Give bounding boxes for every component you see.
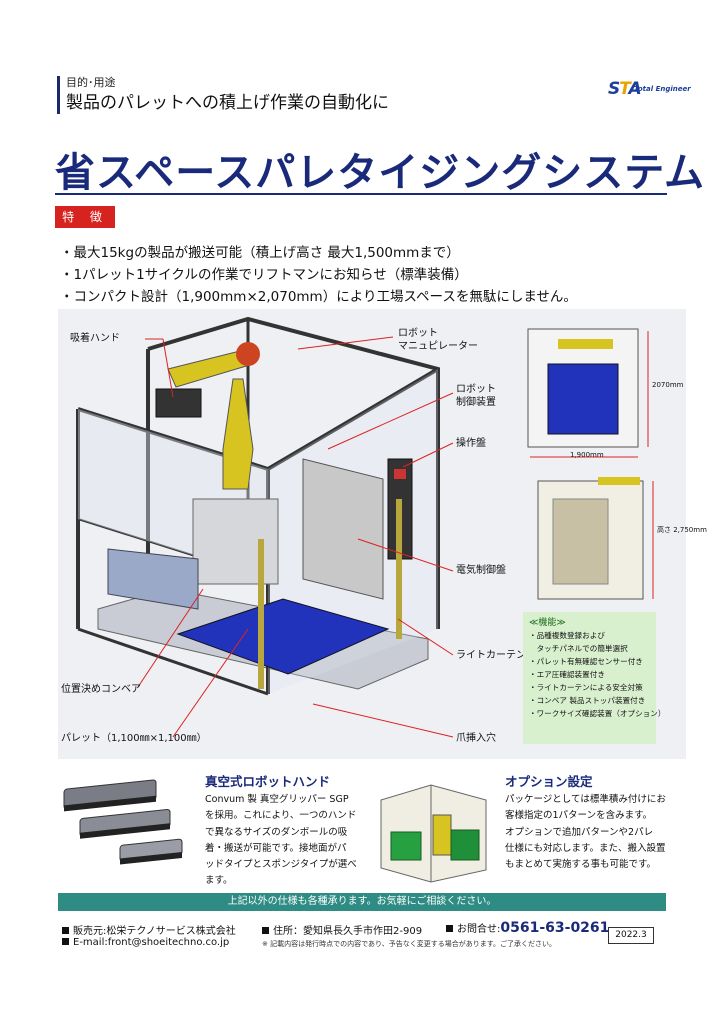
label-positioning-conveyor: 位置決めコンベア bbox=[61, 684, 141, 695]
electric-control-panel bbox=[302, 458, 384, 600]
option-line: もまとめて実施する事も可能です。 bbox=[505, 859, 657, 871]
robot-hand-description: Convum 製 真空グリッパー SGP を採用。これにより、一つのハンド で異… bbox=[205, 792, 365, 890]
label-electric-panel: 電気制御盤 bbox=[456, 565, 506, 576]
pallet bbox=[176, 598, 390, 675]
function-item: ・コンベア 製品ストッパ装置付き bbox=[529, 696, 646, 705]
robot-hand-line: で異なるサイズのダンボールの吸 bbox=[205, 826, 348, 838]
robot-hand-line: 着・搬送が可能です。接地面がパ bbox=[205, 842, 347, 854]
option-line: 仕様にも対応します。また、搬入設置 bbox=[505, 842, 666, 854]
purpose-section: 目的･用途 製品のパレットへの積上げ作業の自動化に bbox=[57, 76, 389, 114]
label-suction-hand: 吸着ハンド bbox=[70, 333, 120, 344]
option-description: パッケージとしては標準積み付けにお 客様指定の1パターンを含みます。 オプション… bbox=[505, 792, 690, 873]
label-robot-controller: ロボット 制御装置 bbox=[456, 384, 496, 408]
robot-hand-title: 真空式ロボットハンド bbox=[205, 774, 331, 789]
robot-hand-line: Convum 製 真空グリッパー SGP bbox=[205, 794, 349, 805]
issue-date: 2022.3 bbox=[608, 927, 654, 944]
label-manipulator: ロボット マニュピレーター bbox=[398, 328, 478, 352]
bullet-square-icon bbox=[446, 925, 453, 932]
dim-height: 高さ 2,750mm bbox=[657, 526, 707, 534]
functions-title: ≪機能≫ bbox=[529, 618, 566, 628]
function-item: タッチパネルでの簡単選択 bbox=[529, 644, 628, 653]
notice-bar: 上記以外の仕様も各種承ります。お気軽にご相談ください。 bbox=[58, 893, 666, 911]
option-title: オプション設定 bbox=[505, 774, 593, 789]
footer-address: 住所：愛知県長久手市作田2-909 bbox=[262, 922, 422, 937]
robot-hand-line: ッドタイプとスポンジタイプが選べ bbox=[205, 859, 357, 871]
purpose-label: 目的･用途 bbox=[66, 76, 116, 89]
footer-seller: 販売元:松栄テクノサービス株式会社 bbox=[62, 922, 236, 937]
feature-list: ・最大15kgの製品が搬送可能（積上げ高さ 最大1,500mmまで） ・1パレッ… bbox=[60, 242, 577, 308]
features-badge: 特 徴 bbox=[55, 206, 115, 228]
feature-item: ・1パレット1サイクルの作業でリフトマンにお知らせ（標準装備） bbox=[60, 267, 468, 283]
logo-text: Total Engineer bbox=[634, 85, 691, 93]
label-light-curtain: ライトカーテン bbox=[456, 650, 526, 661]
label-pallet: パレット（1,100㎜×1,100㎜） bbox=[61, 733, 207, 744]
feature-item: ・コンパクト設計（1,900mm×2,070mm）により工場スペースを無駄にしま… bbox=[60, 289, 577, 305]
frame-back bbox=[147, 316, 440, 629]
title-divider bbox=[55, 193, 667, 195]
functions-box: ≪機能≫ ・品種複数登録および タッチパネルでの簡単選択 ・パレット有無確認セン… bbox=[523, 612, 666, 744]
phone-number[interactable]: 0561-63-0261 bbox=[500, 920, 610, 936]
logo-mark-icon: STA bbox=[608, 79, 642, 99]
footer-note: ※ 記載内容は発行時点での内容であり、予告なく変更する場合があります。ご了承くだ… bbox=[262, 940, 557, 948]
option-line: 客様指定の1パターンを含みます。 bbox=[505, 810, 653, 822]
bullet-square-icon bbox=[62, 927, 69, 934]
vacuum-gripper-image bbox=[63, 779, 183, 865]
option-line: パッケージとしては標準積み付けにお bbox=[505, 794, 666, 805]
option-system-image bbox=[380, 784, 487, 883]
purpose-text: 製品のパレットへの積上げ作業の自動化に bbox=[66, 93, 389, 113]
function-item: ・エア圧確認装置付き bbox=[529, 670, 605, 679]
positioning-conveyor bbox=[107, 548, 199, 610]
palletizer-illustration bbox=[76, 316, 654, 738]
suction-hand bbox=[155, 388, 202, 418]
robot-hand-line: ます。 bbox=[205, 875, 233, 887]
light-curtain-right bbox=[396, 499, 402, 639]
bullet-square-icon bbox=[62, 938, 69, 945]
function-item: ・パレット有無確認センサー付き bbox=[529, 657, 643, 666]
dim-depth: 2070mm bbox=[652, 381, 684, 389]
function-item: ・品種複数登録および bbox=[529, 631, 605, 640]
function-item: ・ライトカーテンによる安全対策 bbox=[529, 683, 643, 692]
feature-item: ・最大15kgの製品が搬送可能（積上げ高さ 最大1,500mmまで） bbox=[60, 245, 460, 261]
footer-contact: お問合せ:0561-63-0261 bbox=[446, 920, 609, 936]
company-logo: STA Total Engineer bbox=[608, 79, 691, 101]
robot-stand bbox=[192, 498, 279, 585]
page-title: 省スペースパレタイジングシステム bbox=[55, 150, 705, 196]
email-link[interactable]: E-mail:front@shoeitechno.co.jp bbox=[73, 937, 230, 948]
bullet-square-icon bbox=[262, 927, 269, 934]
function-item: ・ワークサイズ確認装置（オプション） bbox=[529, 709, 666, 718]
footer-email: E-mail:front@shoeitechno.co.jp bbox=[62, 937, 229, 948]
option-line: オプションで追加パターンや2パレ bbox=[505, 826, 654, 838]
label-fork-holes: 爪挿入穴 bbox=[456, 733, 496, 744]
robot-arm bbox=[222, 378, 254, 490]
label-operation-panel: 操作盤 bbox=[456, 438, 486, 449]
robot-hand-line: を採用。これにより、一つのハンド bbox=[205, 810, 357, 822]
system-diagram-panel: 吸着ハンド ロボット マニュピレーター ロボット 制御装置 操作盤 電気制御盤 … bbox=[58, 309, 707, 759]
dim-width: 1,900mm bbox=[570, 451, 604, 459]
light-curtain-left bbox=[258, 539, 264, 689]
